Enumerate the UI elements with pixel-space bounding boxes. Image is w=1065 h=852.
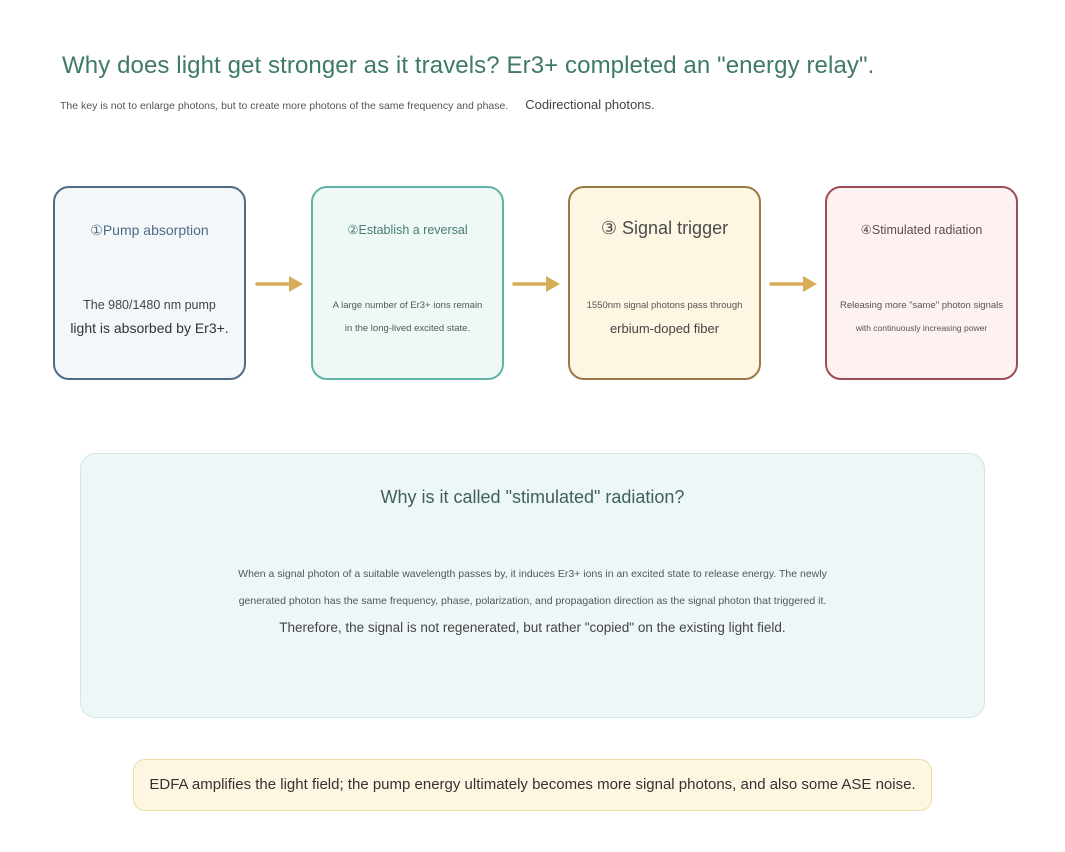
explanation-text: When a signal photon of a suitable wavel… — [238, 568, 827, 580]
step-card-signal-trigger: ③ Signal trigger 1550nm signal photons p… — [568, 186, 761, 380]
step-line: 1550nm signal photons pass through — [586, 300, 743, 311]
step-line: Releasing more "same" photon signals — [839, 300, 1004, 311]
step-line: The 980/1480 nm pump — [83, 298, 216, 312]
step-description: Releasing more "same" photon signals wit… — [839, 294, 1004, 340]
summary-banner: EDFA amplifies the light field; the pump… — [133, 759, 932, 811]
step-line: with continuously increasing power — [855, 323, 988, 333]
step-title: ①Pump absorption — [90, 222, 209, 238]
page-subtitle: The key is not to enlarge photons, but t… — [60, 97, 655, 112]
step-line: erbium-doped fiber — [609, 321, 720, 336]
step-line: light is absorbed by Er3+. — [70, 320, 229, 336]
step-title: ③ Signal trigger — [600, 218, 729, 238]
arrow-right-icon — [769, 276, 817, 292]
step-card-stimulated-radiation: ④Stimulated radiation Releasing more "sa… — [825, 186, 1018, 380]
subtitle-aside: Codirectional photons. — [525, 97, 655, 112]
step-card-establish-reversal: ②Establish a reversal A large number of … — [311, 186, 504, 380]
arrow-right-icon — [512, 276, 560, 292]
explanation-panel: Why is it called "stimulated" radiation?… — [80, 453, 985, 718]
step-title: ④Stimulated radiation — [860, 223, 983, 237]
subtitle-main: The key is not to enlarge photons, but t… — [60, 100, 509, 112]
step-title: ②Establish a reversal — [347, 223, 468, 237]
step-description: A large number of Er3+ ions remain in th… — [325, 294, 490, 340]
explanation-conclusion: Therefore, the signal is not regenerated… — [279, 620, 786, 635]
arrow-right-icon — [255, 276, 303, 292]
explanation-text: generated photon has the same frequency,… — [238, 595, 827, 607]
step-description: The 980/1480 nm pump light is absorbed b… — [67, 294, 232, 340]
page-title: Why does light get stronger as it travel… — [62, 52, 875, 79]
step-card-pump-absorption: ①Pump absorption The 980/1480 nm pump li… — [53, 186, 246, 380]
step-description: 1550nm signal photons pass through erbiu… — [582, 294, 747, 340]
step-line: A large number of Er3+ ions remain — [332, 300, 483, 311]
explanation-title: Why is it called "stimulated" radiation? — [380, 487, 685, 507]
step-line: in the long-lived excited state. — [344, 323, 471, 334]
